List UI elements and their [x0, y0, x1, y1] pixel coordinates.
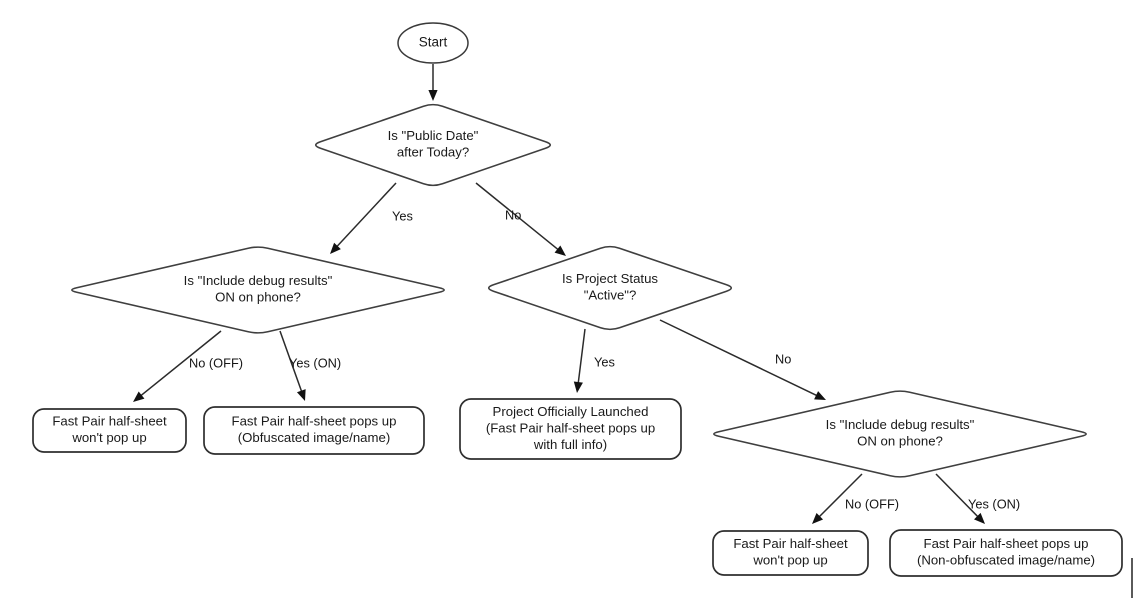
start-ellipse-shape: [397, 22, 469, 64]
edge-line: [935, 473, 980, 519]
node-t1-fast-pair-half-sheet-wont-pop-up-text-line-2: won't pop up: [71, 430, 146, 445]
decision-diamond-shape: [314, 103, 552, 187]
terminal-box-shape: [889, 529, 1123, 577]
node-d3-is-project-status-active-text-line-1: Is Project Status: [562, 271, 658, 286]
node-d4-is-include-debug-results-on-on-phone-text-line-2: ON on phone?: [857, 434, 943, 449]
node-start-start-text-line-1: Start: [419, 35, 448, 50]
edge-label-yes-on-e-d4-t5: Yes (ON): [968, 496, 1020, 511]
node-t1-fast-pair-half-sheet-wont-pop-up-text-line-1: Fast Pair half-sheet: [52, 414, 167, 429]
decision-diamond-shape: [713, 390, 1087, 478]
node-d2-is-include-debug-results-on-on-phone[interactable]: Is "Include debug results" ON on phone?: [71, 246, 445, 334]
nodes-layer: Start Is "Public Date" after Today? Is "Inc…: [32, 22, 1123, 577]
edge-line: [475, 182, 560, 251]
node-t2-fast-pair-half-sheet-pops-up-obfuscated-imagen[interactable]: Fast Pair half-sheet pops up(Obfuscated …: [203, 406, 425, 455]
node-d2-is-include-debug-results-on-on-phone-text-line-1: Is "Include debug results": [184, 273, 333, 288]
node-t3-project-officially-launched-fast-pair-half-she[interactable]: Project Officially Launched(Fast Pair ha…: [459, 398, 682, 460]
terminal-box-shape: [203, 406, 425, 455]
edge-line: [659, 319, 819, 397]
edge-line: [335, 182, 397, 248]
edge-arrowhead: [814, 391, 826, 400]
node-t4-fast-pair-half-sheet-wont-pop-up-text-line-2: won't pop up: [752, 553, 827, 568]
node-t5-fast-pair-half-sheet-pops-up-non-obfuscated-im-text-line-2: (Non-obfuscated image/name): [917, 553, 1095, 568]
node-d1-is-public-date-after-today-text-line-1: Is "Public Date": [388, 128, 479, 143]
edge-line: [139, 330, 222, 397]
edge-e-d3-t4: [659, 319, 826, 400]
node-t3-project-officially-launched-fast-pair-half-she-text-line-3: with full info): [533, 437, 607, 452]
edge-label-yes-e-d3-t3: Yes: [594, 354, 615, 369]
edge-arrowhead: [812, 512, 824, 524]
edge-e-d1-d2: [330, 182, 397, 254]
edge-arrowhead: [573, 381, 583, 393]
edge-e-d2-t2: [279, 330, 306, 401]
edge-label-yes-e-d1-d2: Yes: [392, 208, 413, 223]
edges-layer: [133, 64, 985, 524]
edge-line: [279, 330, 303, 393]
terminal-box-shape: [712, 530, 869, 576]
edge-e-start-d1: [428, 64, 438, 101]
node-d4-is-include-debug-results-on-on-phone-text-line-1: Is "Include debug results": [826, 417, 975, 432]
edge-arrowhead: [428, 90, 438, 101]
edge-arrowhead: [554, 245, 566, 256]
edge-line: [577, 328, 586, 385]
node-d2-is-include-debug-results-on-on-phone-text-line-2: ON on phone?: [215, 290, 301, 305]
edge-arrowhead: [296, 389, 306, 401]
node-t2-fast-pair-half-sheet-pops-up-obfuscated-imagen-text-line-2: (Obfuscated image/name): [238, 430, 390, 445]
node-t4-fast-pair-half-sheet-wont-pop-up[interactable]: Fast Pair half-sheet won't pop up: [712, 530, 869, 576]
node-d3-is-project-status-active[interactable]: Is Project Status "Active"?: [487, 245, 733, 331]
edge-label-yes-on-e-d2-t2: Yes (ON): [289, 355, 341, 370]
node-d4-is-include-debug-results-on-on-phone[interactable]: Is "Include debug results" ON on phone?: [713, 390, 1087, 478]
node-t2-fast-pair-half-sheet-pops-up-obfuscated-imagen-text-line-1: Fast Pair half-sheet pops up: [232, 414, 397, 429]
edge-e-d3-t3: [573, 328, 586, 393]
edge-line: [817, 473, 863, 519]
right-edge-artifact: [1131, 558, 1133, 598]
edge-e-d4-t5: [935, 473, 985, 524]
decision-diamond-shape: [71, 246, 445, 334]
node-d3-is-project-status-active-text-line-2: "Active"?: [584, 288, 637, 303]
edge-e-d1-d3: [475, 182, 566, 256]
edge-arrowhead: [330, 242, 341, 254]
node-t5-fast-pair-half-sheet-pops-up-non-obfuscated-im[interactable]: Fast Pair half-sheet pops up (Non-obfusca…: [889, 529, 1123, 577]
node-start-start[interactable]: Start: [397, 22, 469, 64]
node-t3-project-officially-launched-fast-pair-half-she-text-line-1: Project Officially Launched: [493, 404, 649, 419]
node-t3-project-officially-launched-fast-pair-half-she-text-line-2: (Fast Pair half-sheet pops up: [486, 420, 655, 435]
edge-label-no-e-d3-t4: No: [775, 351, 791, 366]
terminal-box-shape: [459, 398, 682, 460]
edge-e-d2-t1: [133, 330, 222, 402]
node-d1-is-public-date-after-today-text-line-2: after Today?: [397, 145, 469, 160]
edge-arrowhead: [974, 512, 985, 524]
node-t5-fast-pair-half-sheet-pops-up-non-obfuscated-im-text-line-1: Fast Pair half-sheet pops up: [924, 536, 1089, 551]
edge-label-no-e-d1-d3: No: [505, 207, 521, 222]
node-t4-fast-pair-half-sheet-wont-pop-up-text-line-1: Fast Pair half-sheet: [733, 536, 848, 551]
node-d1-is-public-date-after-today[interactable]: Is "Public Date" after Today?: [314, 103, 552, 187]
decision-diamond-shape: [487, 245, 733, 331]
edge-label-no-off-e-d4-t4: No (OFF): [845, 496, 899, 511]
edge-label-no-off-e-d2-t1: No (OFF): [189, 355, 243, 370]
edge-arrowhead: [133, 391, 145, 402]
edge-e-d4-t4: [812, 473, 863, 524]
terminal-box-shape: [32, 408, 187, 453]
